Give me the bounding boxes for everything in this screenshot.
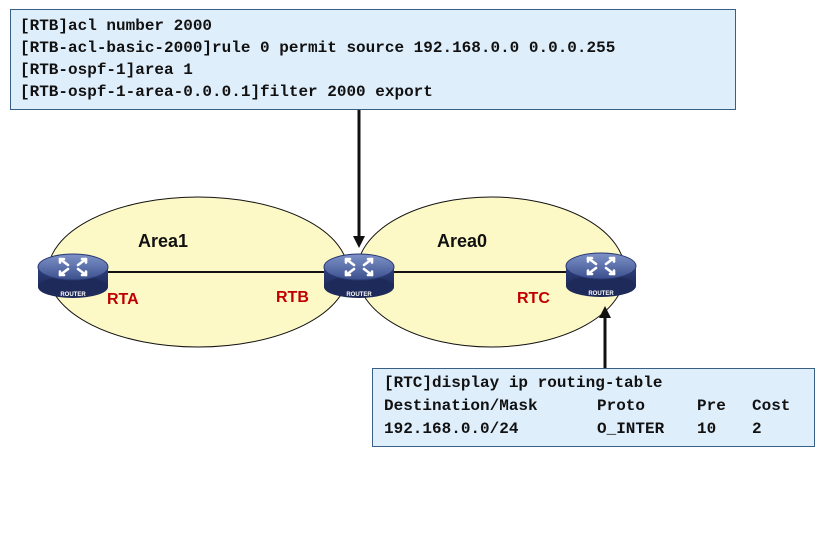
rtb-config-box: [RTB]acl number 2000 [RTB-acl-basic-2000… xyxy=(10,9,736,110)
router-icon[interactable]: ROUTER xyxy=(37,252,109,299)
header-proto: Proto xyxy=(597,397,646,415)
command-text: [RTC]display ip routing-table xyxy=(384,374,663,392)
area1-label: Area1 xyxy=(138,231,188,251)
cell-destination: 192.168.0.0/24 xyxy=(384,420,519,438)
cell-pre: 10 xyxy=(697,420,717,438)
header-destination: Destination/Mask xyxy=(384,397,538,415)
config-line: [RTB-ospf-1]area 1 xyxy=(20,61,193,79)
cell-proto: O_INTER xyxy=(597,420,665,438)
ospf-topology-diagram: ROUTER ROUTER ROUTER Area1 Area0 RTA RTB… xyxy=(37,110,637,368)
config-line: [RTB]acl number 2000 xyxy=(20,17,213,35)
area0-label: Area0 xyxy=(437,231,487,251)
command-line: [RTC]display ip routing-table xyxy=(384,372,814,395)
arrow-head-up xyxy=(599,306,611,318)
config-line: [RTB-ospf-1-area-0.0.0.1]filter 2000 exp… xyxy=(20,83,433,101)
arrow-head-down xyxy=(353,236,365,248)
rtb-label: RTB xyxy=(276,289,309,306)
config-line: [RTB-acl-basic-2000]rule 0 permit source… xyxy=(20,39,616,57)
router-icon[interactable]: ROUTER xyxy=(323,252,395,299)
rtc-output-box: [RTC]display ip routing-table Destinatio… xyxy=(372,368,815,447)
table-row: 192.168.0.0/24 O_INTER 10 2 xyxy=(384,418,814,441)
rta-label: RTA xyxy=(107,291,139,308)
cell-cost: 2 xyxy=(752,420,762,438)
router-icon-text: ROUTER xyxy=(346,292,372,298)
router-icon[interactable]: ROUTER xyxy=(565,251,637,298)
table-header: Destination/Mask Proto Pre Cost xyxy=(384,395,814,418)
header-pre: Pre xyxy=(697,397,726,415)
router-icon-text: ROUTER xyxy=(588,291,614,297)
router-icon-text: ROUTER xyxy=(60,292,86,298)
header-cost: Cost xyxy=(752,397,791,415)
rtc-label: RTC xyxy=(517,290,550,307)
